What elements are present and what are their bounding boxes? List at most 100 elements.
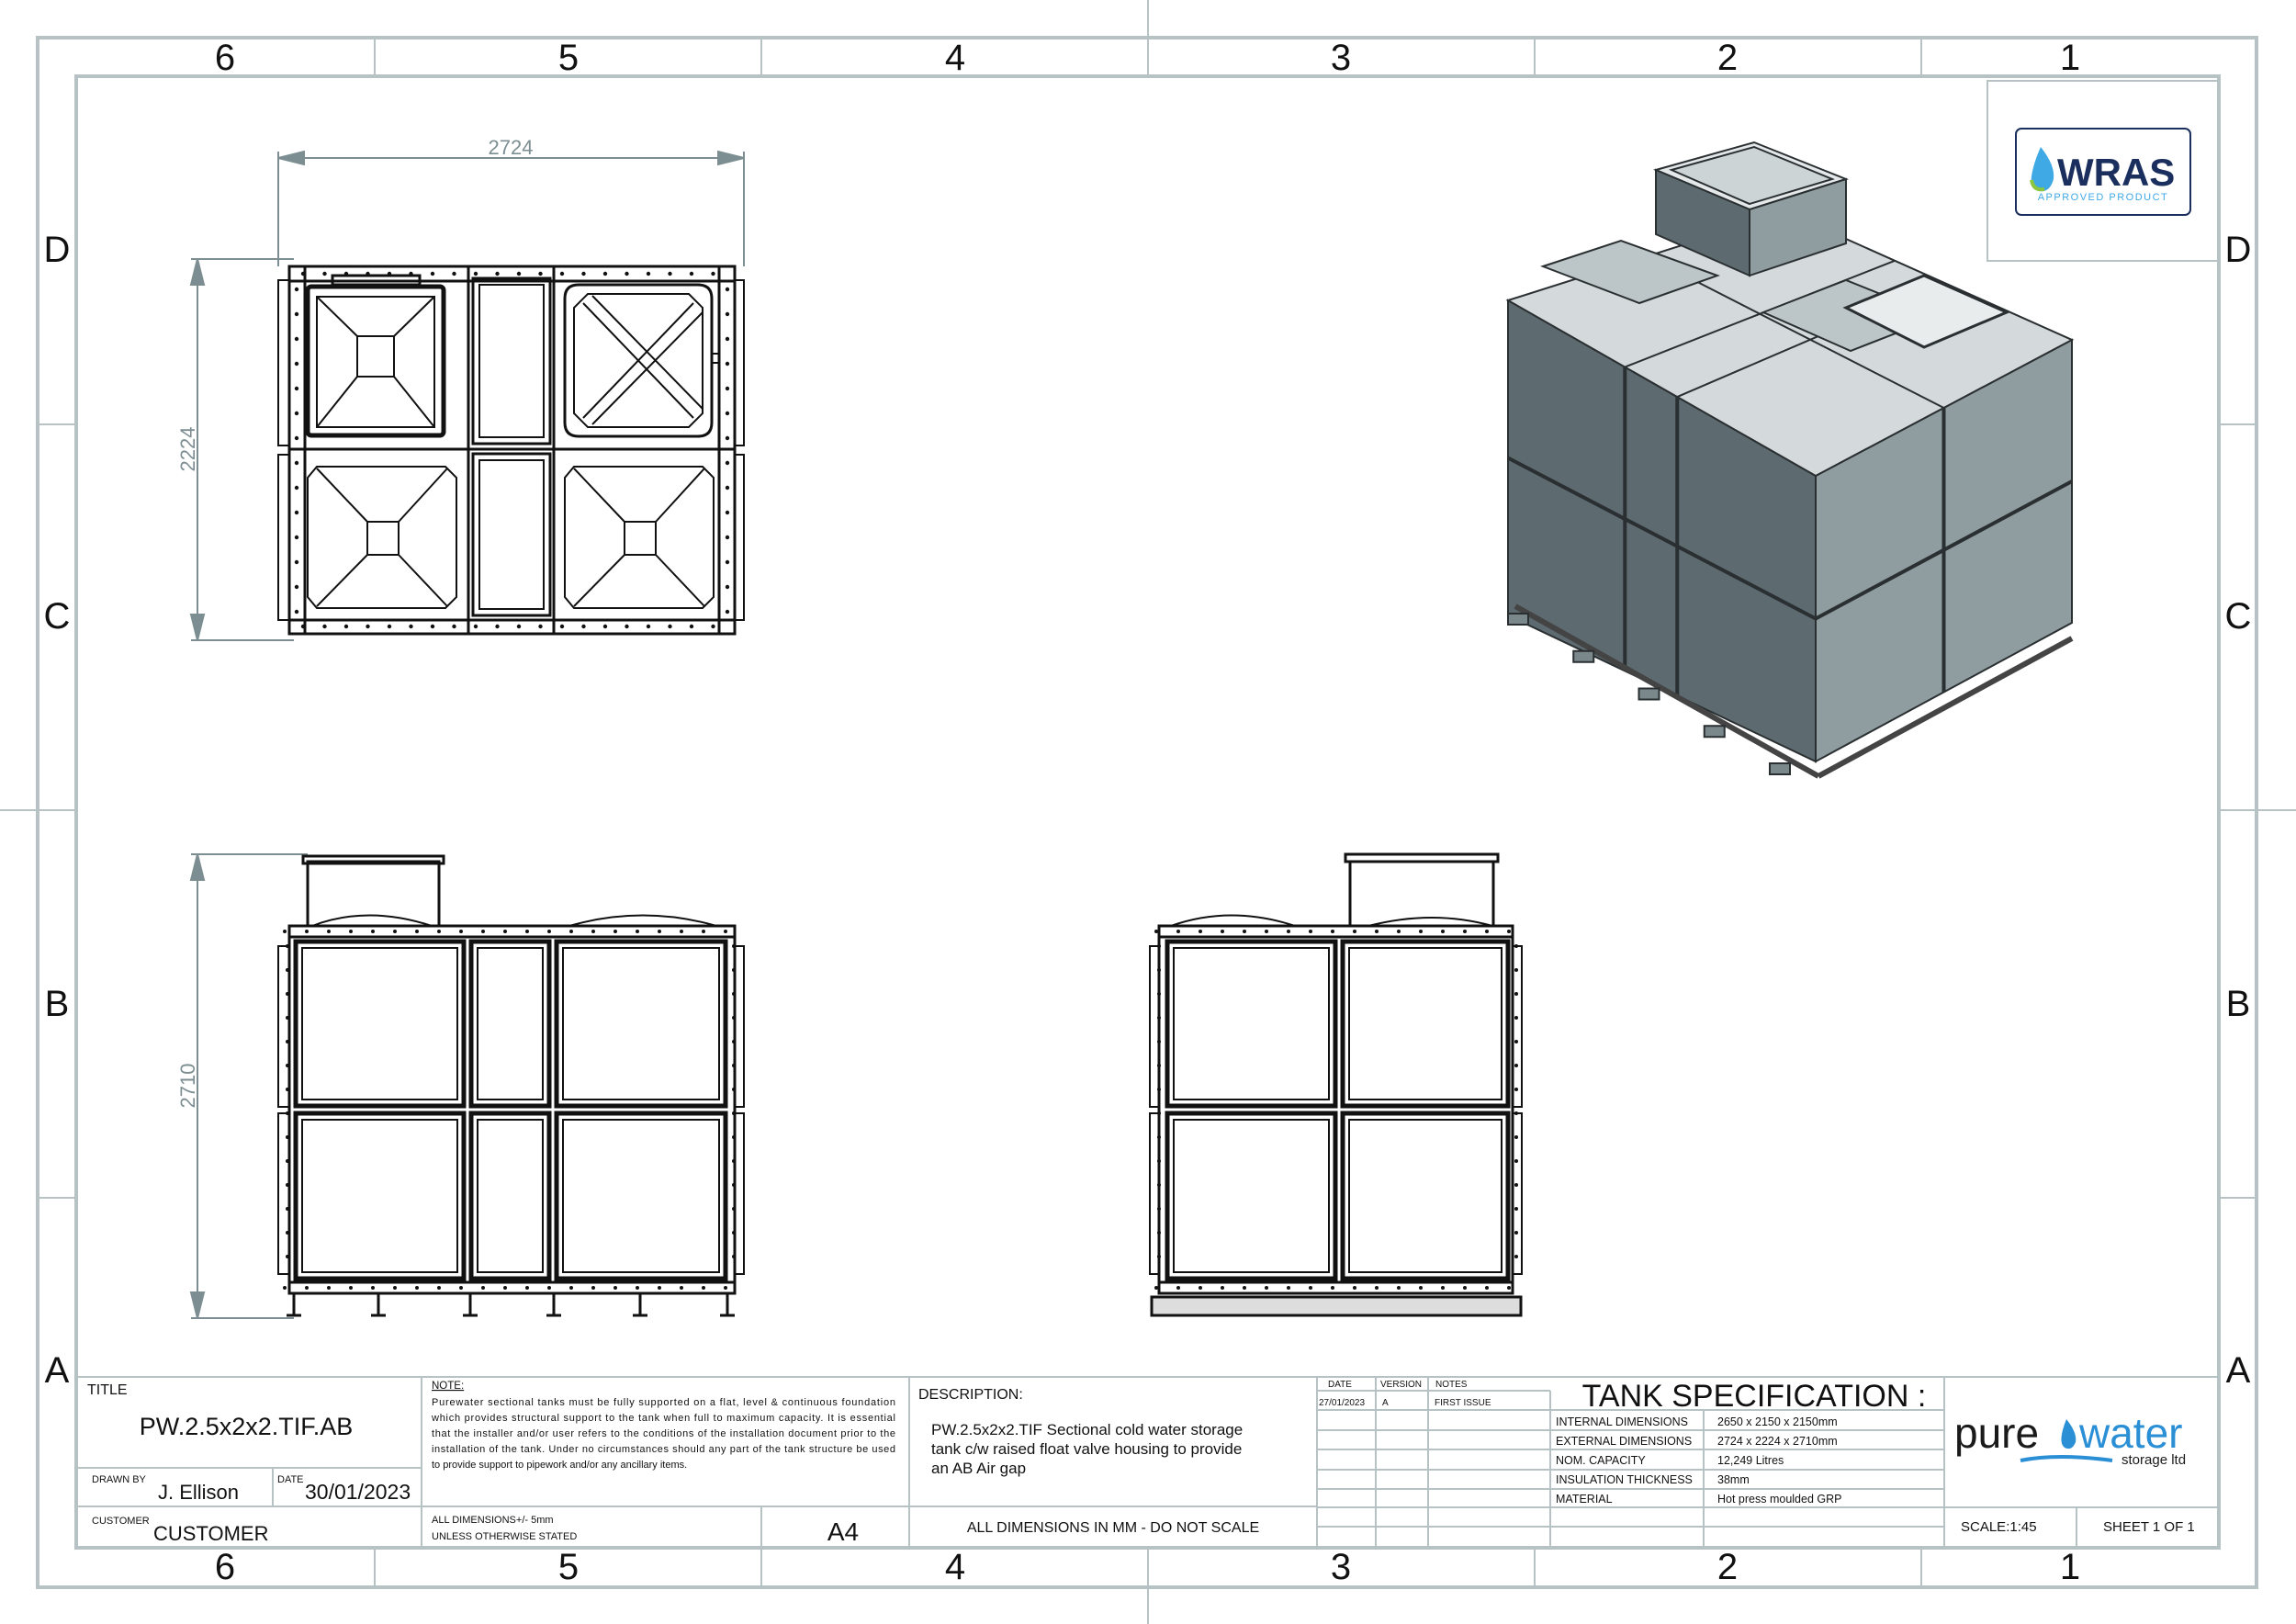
spec-label: INSULATION THICKNESS xyxy=(1556,1473,1693,1486)
bolt xyxy=(1157,1207,1161,1211)
wall-panel-inset xyxy=(477,1119,544,1273)
front-base-legs xyxy=(287,1291,735,1317)
bolt xyxy=(286,1207,289,1211)
title-label: TITLE xyxy=(87,1382,128,1398)
bolt xyxy=(495,624,500,629)
revision-version: A xyxy=(1382,1398,1389,1408)
bolt xyxy=(559,624,565,629)
bolt xyxy=(1419,930,1423,933)
bolt xyxy=(1441,1286,1445,1290)
title-block: TITLE PW.2.5x2x2.TIF.AB DRAWN BY J. Elli… xyxy=(76,1376,2219,1548)
wall-panel xyxy=(468,939,552,1109)
bolt xyxy=(1514,1088,1518,1091)
bolt xyxy=(725,361,730,367)
bolt xyxy=(286,968,289,972)
wall-panel-inset xyxy=(1348,1119,1503,1273)
bolt xyxy=(658,1286,661,1290)
bolt xyxy=(732,1040,736,1043)
bolt xyxy=(294,311,299,317)
lid-panel-bottom-left xyxy=(307,466,457,609)
wall-panel xyxy=(1165,939,1338,1109)
bolt xyxy=(459,1286,463,1290)
bolt xyxy=(646,271,651,276)
bolt xyxy=(322,271,327,276)
bolt xyxy=(724,1286,727,1290)
plan-outline xyxy=(277,265,745,636)
wras-logo: WRAS APPROVED PRODUCT xyxy=(1986,80,2220,262)
bolt xyxy=(1265,1286,1268,1290)
depth-dimension-label: 2224 xyxy=(176,427,199,472)
bolt xyxy=(286,1040,289,1043)
bolt xyxy=(1331,930,1334,933)
bolt xyxy=(1154,930,1158,933)
bolt xyxy=(1514,1016,1518,1020)
height-dimension xyxy=(189,853,308,1319)
bolt xyxy=(613,930,617,933)
bolt xyxy=(725,411,730,416)
access-hatch-plan xyxy=(563,283,720,438)
bolt xyxy=(1485,930,1489,933)
bolt xyxy=(294,609,299,615)
drawn-by-label: DRAWN BY xyxy=(92,1474,147,1485)
bolt xyxy=(387,624,392,629)
bolt xyxy=(294,460,299,466)
bolt xyxy=(437,930,441,933)
zone-row-b: B xyxy=(2226,984,2251,1024)
bolt xyxy=(286,1255,289,1258)
bolt xyxy=(305,1286,309,1290)
bolt xyxy=(1463,1286,1467,1290)
bolt xyxy=(1157,1040,1161,1043)
bolt xyxy=(1514,1207,1518,1211)
scale: SCALE:1:45 xyxy=(1961,1519,2037,1535)
bolt xyxy=(732,1088,736,1091)
bolt xyxy=(415,930,419,933)
bolt xyxy=(1157,1255,1161,1258)
bolt xyxy=(732,1111,736,1115)
wall-panel-inset xyxy=(562,947,720,1100)
zone-labels-right: D C B A xyxy=(2225,230,2252,1391)
bolt xyxy=(305,930,309,933)
bolt xyxy=(430,271,435,276)
bolt xyxy=(294,485,299,491)
bolt xyxy=(415,1286,419,1290)
bolt xyxy=(459,930,463,933)
bolt xyxy=(1353,1286,1356,1290)
bolt xyxy=(1154,1286,1158,1290)
bolt xyxy=(343,624,349,629)
bolt xyxy=(1157,1064,1161,1067)
wall-panel-inset xyxy=(562,1119,720,1273)
zone-row-d: D xyxy=(2225,230,2252,270)
water-drop-icon xyxy=(2061,1419,2077,1449)
bolt xyxy=(283,1286,287,1290)
wall-panel xyxy=(293,939,467,1109)
height-dimension-label: 2710 xyxy=(176,1064,199,1109)
revision-date: 27/01/2023 xyxy=(1319,1398,1365,1408)
bolt xyxy=(658,930,661,933)
spec-value: 12,249 Litres xyxy=(1717,1454,1784,1467)
base-leg xyxy=(1769,762,1791,775)
note-line: which provides structural support to the… xyxy=(431,1413,895,1424)
sheet-size: A4 xyxy=(827,1517,859,1546)
bolt xyxy=(702,1286,705,1290)
bolt xyxy=(1265,930,1268,933)
zone-col-1: 1 xyxy=(2060,38,2080,78)
bolt xyxy=(732,1135,736,1139)
bolt xyxy=(613,1286,617,1290)
zone-row-b: B xyxy=(45,984,70,1024)
wall-panel xyxy=(293,1111,467,1281)
note-line: to provide support to pipework and/or an… xyxy=(432,1460,687,1471)
note-line: Purewater sectional tanks must be fully … xyxy=(432,1397,895,1408)
bolt xyxy=(1157,992,1161,996)
wall-panel xyxy=(468,1111,552,1281)
zone-col-2: 2 xyxy=(1717,1547,1738,1587)
base-leg xyxy=(1703,725,1726,739)
bolt xyxy=(724,930,727,933)
isometric-view xyxy=(1505,141,2075,779)
bolt xyxy=(725,609,730,615)
bolt xyxy=(322,624,327,629)
bolt xyxy=(1287,1286,1290,1290)
bolt xyxy=(581,271,586,276)
bolt xyxy=(286,1159,289,1163)
bolt xyxy=(1221,1286,1224,1290)
side-base-plinth xyxy=(1150,1295,1523,1317)
